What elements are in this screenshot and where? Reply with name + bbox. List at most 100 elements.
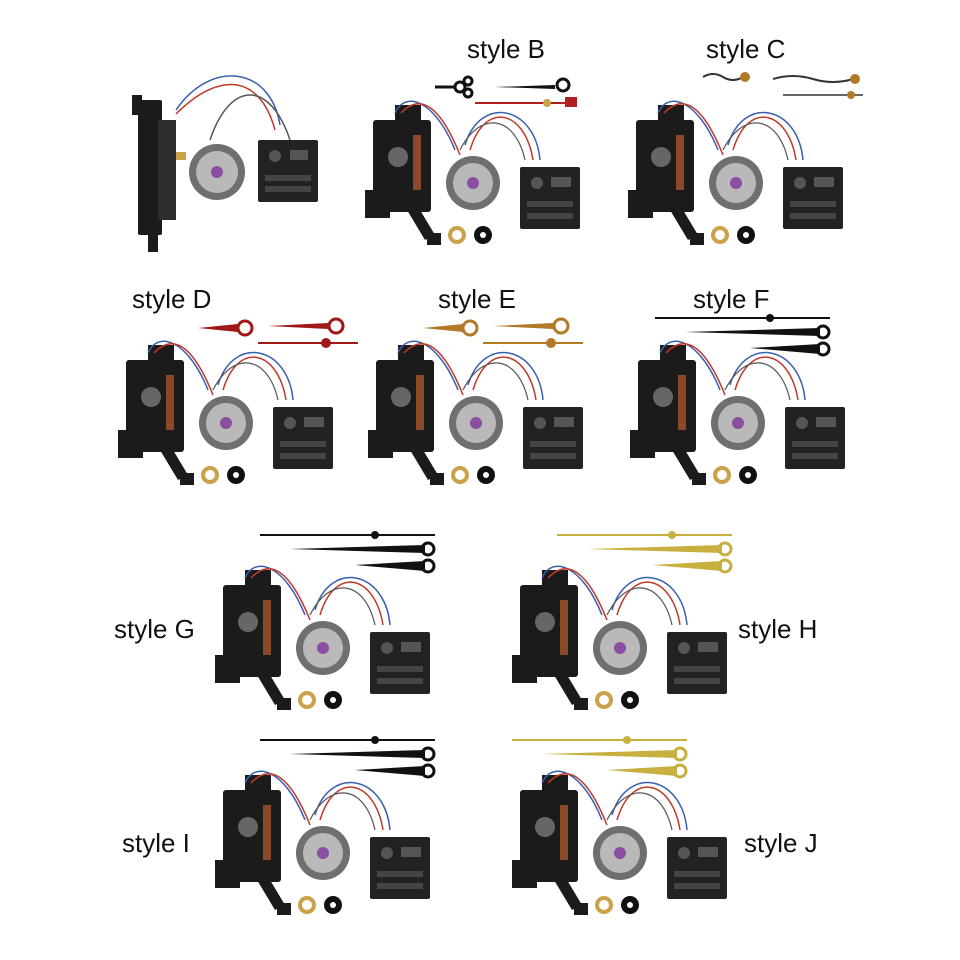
hanger <box>660 345 686 365</box>
clock-kit-d <box>118 317 358 485</box>
hour-hand <box>198 324 238 332</box>
gear-window <box>238 612 258 632</box>
speaker-center <box>211 166 223 178</box>
minute-hand-hub <box>420 746 436 762</box>
module-switch <box>401 847 421 857</box>
module-slot <box>674 883 720 889</box>
wire <box>314 576 391 626</box>
second-hand-counterweight <box>546 338 556 348</box>
clock-kit-e <box>368 317 583 485</box>
black-washer-hole <box>743 232 749 238</box>
clock-kit-b <box>365 75 580 245</box>
movement-foot <box>215 655 240 683</box>
gear-window <box>651 147 671 167</box>
pendulum-arm <box>245 855 285 910</box>
wire <box>663 103 724 156</box>
wire <box>611 576 688 626</box>
module-slot <box>377 678 423 684</box>
module-slot <box>792 453 838 459</box>
clock-hands <box>435 75 577 107</box>
hour-hand-scroll <box>462 75 474 87</box>
wire <box>616 581 681 626</box>
pendulum-rod <box>560 600 568 655</box>
module-slot <box>792 441 838 447</box>
speaker-center <box>467 177 479 189</box>
minute-hand-hub <box>672 746 688 762</box>
label-style-d: style D <box>132 284 212 314</box>
clock-hands <box>702 72 863 99</box>
brass-washer <box>451 466 469 484</box>
hour-hand <box>607 766 677 776</box>
hands-set <box>655 314 831 357</box>
minute-hand-hub <box>850 74 860 84</box>
wire <box>319 581 384 626</box>
module-slot <box>377 883 423 889</box>
hands-set <box>260 531 436 574</box>
pendulum-rod <box>678 375 686 430</box>
hanger <box>148 345 174 365</box>
chime-module <box>667 837 727 899</box>
pendulum-tip <box>427 233 441 245</box>
hands-set <box>198 317 358 348</box>
pendulum-tip <box>574 903 588 915</box>
pendulum-arm <box>658 185 698 240</box>
hour-hand <box>652 561 722 571</box>
module-slot <box>280 441 326 447</box>
second-hand-counterweight <box>371 736 379 744</box>
wire <box>222 356 287 401</box>
wire <box>727 111 804 161</box>
module-knob <box>678 847 690 859</box>
wire <box>400 103 461 156</box>
pendulum-rod <box>413 135 421 190</box>
module-knob <box>531 177 543 189</box>
movement-foot <box>512 655 537 683</box>
minute-hand <box>495 85 555 89</box>
second-hand-counterweight <box>371 531 379 539</box>
module-slot <box>674 666 720 672</box>
second-hand-counterweight <box>766 314 774 322</box>
minute-hand <box>290 545 425 553</box>
clock-kit-g <box>215 531 436 710</box>
wire <box>314 781 391 831</box>
chime-module <box>273 407 333 469</box>
hour-hand <box>750 344 820 354</box>
clock-hands <box>655 314 831 357</box>
brass-washer <box>298 691 316 709</box>
pendulum-arm <box>395 185 435 240</box>
clock-hands <box>512 736 688 779</box>
module-knob <box>381 642 393 654</box>
pendulum-tip <box>574 698 588 710</box>
second-hand-counterweight <box>623 736 631 744</box>
hour-hand <box>355 561 425 571</box>
hour-hand-ring <box>236 319 254 337</box>
speaker-center <box>732 417 744 429</box>
second-hand-counterweight <box>668 531 676 539</box>
module-slot <box>530 453 576 459</box>
movement-foot <box>215 860 240 888</box>
brass-washer <box>298 896 316 914</box>
wire <box>606 792 673 831</box>
module-slot <box>280 453 326 459</box>
black-washer-hole <box>627 697 633 703</box>
black-washer-hole <box>745 472 751 478</box>
hour-hand <box>355 766 425 776</box>
pendulum-tip <box>430 473 444 485</box>
wire <box>472 356 537 401</box>
gear-window <box>535 817 555 837</box>
wire <box>403 343 464 396</box>
wire <box>665 343 726 396</box>
black-washer-hole <box>627 902 633 908</box>
minute-hand-hub <box>815 324 831 340</box>
module-slot <box>790 213 836 219</box>
hour-hand-hub <box>717 558 733 574</box>
pendulum-rod <box>676 135 684 190</box>
speaker-center <box>614 642 626 654</box>
module-slot <box>674 871 720 877</box>
pendulum-arm <box>542 855 582 910</box>
minute-hand-hub <box>717 541 733 557</box>
wire <box>547 773 608 826</box>
movement-foot <box>118 430 143 458</box>
hanger <box>542 570 568 590</box>
module-knob <box>534 417 546 429</box>
pendulum-tip <box>692 473 706 485</box>
